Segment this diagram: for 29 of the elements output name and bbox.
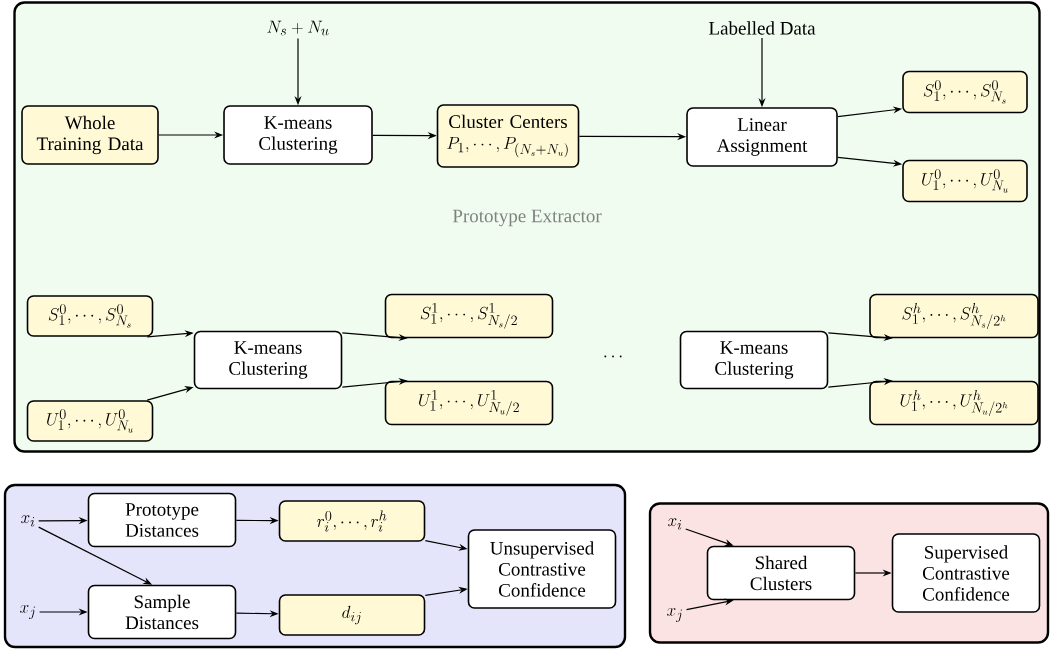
- value-box: $U_1^0, \cdots, U_{N_u}^0$: [902, 159, 1028, 203]
- value-box: $S_1^0, \cdots, S_{N_s}^0$: [902, 70, 1028, 114]
- process-box: K-means Clustering: [223, 105, 373, 165]
- ellipsis: $\cdots$: [604, 355, 622, 358]
- process-box: Sample Distances: [87, 584, 237, 640]
- value-box: $S_1^1, \cdots, S_{N_s/2}^1$: [384, 293, 554, 339]
- input-label: $x_i$: [21, 515, 35, 527]
- process-box: Linear Assignment: [686, 107, 838, 167]
- process-box: Shared Clusters: [706, 545, 856, 601]
- process-box: Cluster Centers $P_1, \cdots, P_{(N_s+N_u)}$: [436, 104, 580, 168]
- value-box: $S_1^h, \cdots, S_{N_s/2^h}^h$: [869, 293, 1039, 339]
- process-box: Supervised Contrastive Confidence: [891, 533, 1041, 613]
- input-label: $x_j$: [20, 604, 35, 619]
- input-label: $x_i$: [668, 518, 682, 530]
- value-box: $U_1^0, \cdots, U_{N_u}^0$: [26, 400, 154, 442]
- process-box: Whole Training Data: [21, 105, 159, 165]
- value-box: $U_1^h, \cdots, U_{N_u/2^h}^h$: [869, 380, 1039, 426]
- value-box: $d_{ij}$: [278, 594, 426, 636]
- process-box: Prototype Distances: [87, 492, 237, 548]
- value-box: $S_1^0, \cdots, S_{N_s}^0$: [26, 295, 154, 337]
- input-label: $N_s + N_u$: [267, 20, 329, 36]
- input-label: Labelled Data: [709, 21, 816, 35]
- input-label: $x_j$: [667, 607, 682, 622]
- value-box: $U_1^1, \cdots, U_{N_u/2}^1$: [384, 380, 554, 426]
- process-box: K-means Clustering: [193, 330, 343, 390]
- process-box: Unsupervised Contrastive Confidence: [467, 529, 617, 609]
- process-box: K-means Clustering: [679, 330, 829, 390]
- value-box: $r_i^0, \cdots, r_i^h$: [278, 500, 426, 542]
- panel-title: Prototype Extractor: [452, 209, 602, 227]
